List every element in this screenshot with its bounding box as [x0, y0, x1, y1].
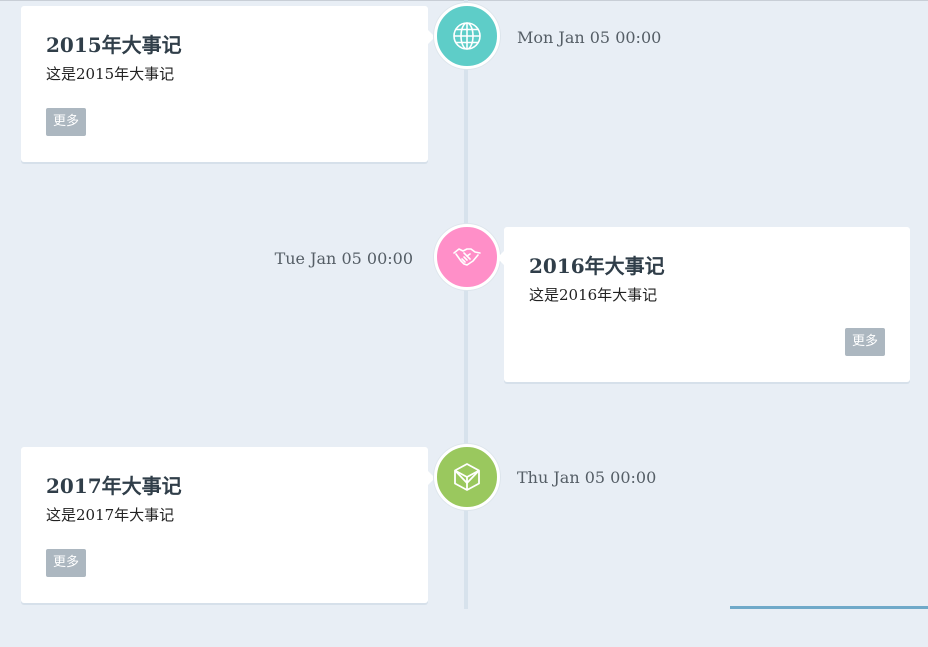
event-date: Mon Jan 05 00:00	[517, 28, 662, 47]
event-card: 2016年大事记 这是2016年大事记 更多	[497, 227, 910, 382]
event-title: 2017年大事记	[46, 474, 182, 498]
bottom-accent-bar	[730, 606, 928, 609]
event-description: 这是2017年大事记	[46, 506, 175, 524]
event-date: Tue Jan 05 00:00	[274, 249, 413, 268]
event-description: 这是2016年大事记	[529, 286, 658, 304]
event-description: 这是2015年大事记	[46, 65, 175, 83]
event-date: Thu Jan 05 00:00	[517, 468, 657, 487]
timeline-item-2016: Tue Jan 05 00:00 2016年大事记 这是2016年大事记 更多	[0, 224, 928, 427]
event-title: 2015年大事记	[46, 33, 182, 57]
event-card: 2017年大事记 这是2017年大事记 更多	[21, 447, 435, 603]
timeline-line	[464, 0, 468, 609]
more-button[interactable]: 更多	[46, 108, 87, 136]
cube-icon	[434, 444, 500, 510]
event-card: 2015年大事记 这是2015年大事记 更多	[21, 6, 435, 162]
timeline-item-2017: 2017年大事记 这是2017年大事记 更多 Thu Jan 05 00:00	[0, 444, 928, 647]
event-title: 2016年大事记	[529, 254, 665, 278]
handshake-icon	[434, 224, 500, 290]
globe-icon	[434, 3, 500, 69]
more-button[interactable]: 更多	[844, 328, 885, 356]
more-button[interactable]: 更多	[46, 549, 87, 577]
timeline-item-2015: 2015年大事记 这是2015年大事记 更多 Mon Jan 05 00:00	[0, 3, 928, 206]
